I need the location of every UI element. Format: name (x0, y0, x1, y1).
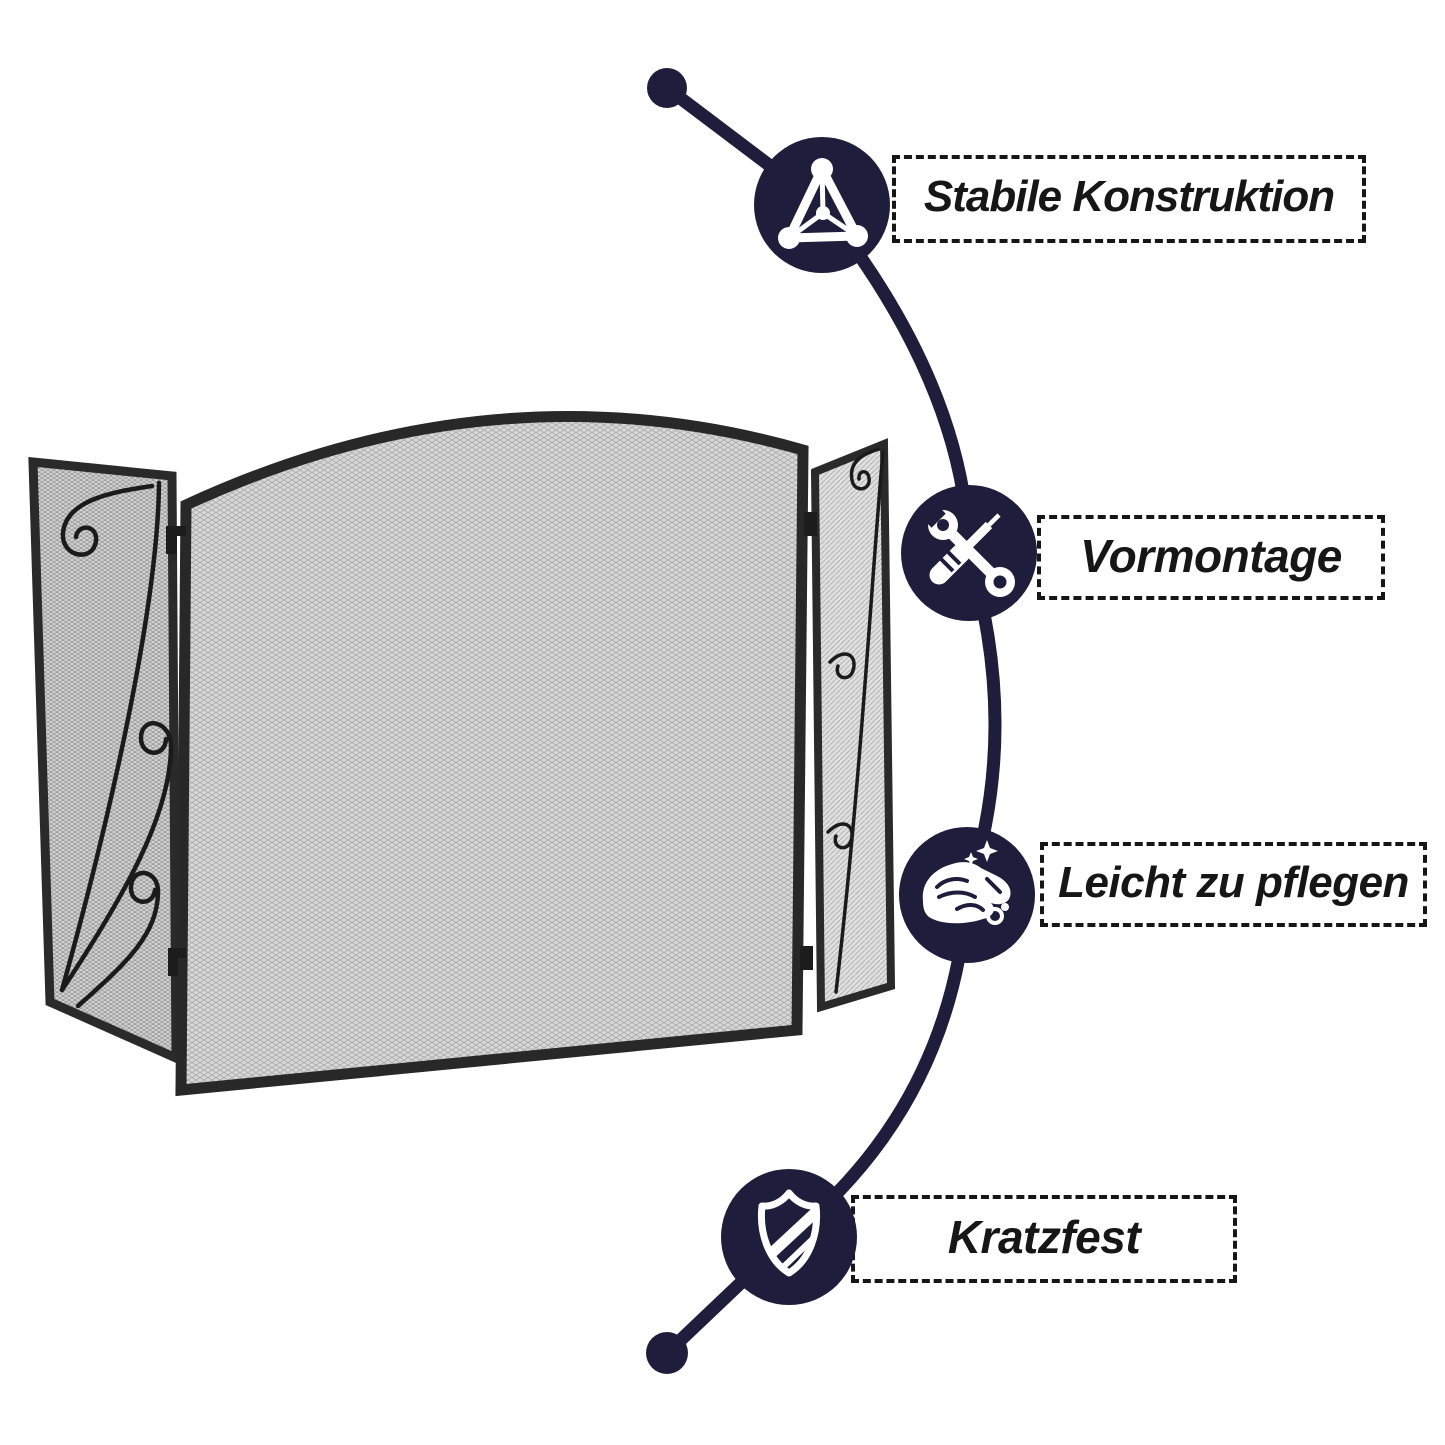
feature-label: Leicht zu pflegen (1058, 857, 1409, 907)
fireplace-screen-illustration (28, 410, 896, 1097)
left-panel (28, 457, 181, 1065)
feature-label: Vormontage (1080, 529, 1342, 582)
right-panel (810, 438, 896, 1013)
feature-label: Kratzfest (947, 1211, 1141, 1263)
left-panel-scroll-ornament (59, 480, 174, 1009)
tools-wrench-screwdriver-icon (901, 485, 1037, 621)
structure-triangle-icon (754, 137, 890, 273)
center-panel (175, 410, 809, 1097)
feature-timeline (646, 68, 1037, 1374)
feature-box-stabile-konstruktion: Stabile Konstruktion (892, 155, 1366, 243)
hinge-left-top (166, 526, 186, 554)
sparkle-small (964, 852, 978, 866)
feature-box-leicht-zu-pflegen: Leicht zu pflegen (1040, 842, 1427, 927)
right-panel-scroll-ornament (826, 447, 885, 994)
shield-scratch-proof-icon (721, 1169, 857, 1305)
hinge-right-top (804, 512, 817, 536)
hinge-right-bottom (800, 946, 813, 970)
timeline-start-dot (647, 68, 687, 108)
timeline-curve (660, 81, 1002, 1360)
hinge-left-bottom (168, 948, 186, 976)
bubble-small (1001, 903, 1009, 911)
hinges (166, 512, 817, 976)
feature-label: Stabile Konstruktion (923, 172, 1335, 221)
timeline-end-dot (646, 1332, 688, 1374)
right-panel-top-highlight (812, 440, 887, 475)
feature-box-kratzfest: Kratzfest (851, 1195, 1237, 1283)
feature-box-vormontage: Vormontage (1037, 515, 1385, 600)
bubble-large (986, 907, 1004, 925)
cleaning-hand-sparkle-icon (899, 827, 1035, 963)
sparkle-big (976, 840, 998, 862)
